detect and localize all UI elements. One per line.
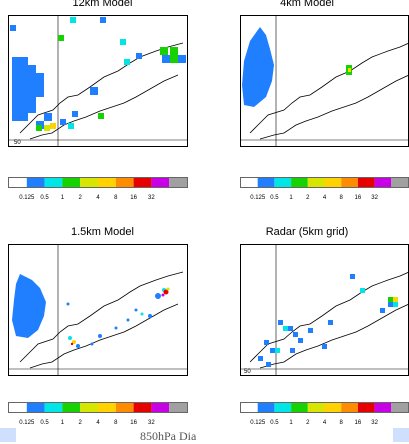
map-1-5km: [8, 244, 188, 376]
colorbar-tick-label: 4: [96, 420, 100, 426]
panel-4km: 4km Model 0.125 0.5 1 2 4 8 16 32: [205, 0, 409, 215]
panel-1-5km: 1.5km Model 0.125 0.5 1 2 4 8 16 32: [0, 222, 205, 442]
colorbar-tick-label: 0.5: [40, 420, 49, 426]
colorbar-swatch: [98, 403, 116, 412]
colorbar-swatch: [44, 178, 63, 187]
colorbar-swatch: [357, 178, 375, 187]
colorbar-swatch: [357, 403, 375, 412]
colorbar-swatch: [169, 403, 187, 412]
colorbar-swatch: [391, 403, 408, 412]
colorbar-tick-label: 0.5: [270, 195, 279, 201]
panel-title: 12km Model: [72, 0, 133, 9]
colorbar-swatch: [133, 178, 152, 187]
colorbar-swatch: [9, 178, 27, 187]
map-4km: [240, 15, 409, 147]
panel-title: Radar (5km grid): [265, 226, 349, 238]
colorbar-swatch: [257, 403, 275, 412]
colorbar-swatch: [62, 403, 81, 412]
colorbar-tick-label: 1: [289, 195, 293, 201]
colorbar-tick-label: 1: [61, 195, 65, 201]
colorbar-tick-label: 1: [61, 420, 65, 426]
colorbar-swatch: [151, 178, 170, 187]
colorbar-tick-label: 0.5: [40, 195, 49, 201]
colorbar-tick-label: 8: [114, 420, 118, 426]
colorbar-swatch: [241, 403, 258, 412]
map-radar: 50: [240, 244, 409, 376]
colorbar-swatch: [241, 178, 258, 187]
colorbar-swatch: [115, 178, 134, 187]
colorbar-swatch: [115, 403, 134, 412]
colorbar-border: [8, 402, 188, 413]
colorbar-tick-label: 32: [371, 420, 378, 426]
map-12km: 50: [8, 15, 188, 147]
colorbar-swatch: [62, 178, 81, 187]
colorbar-tick-label: 16: [355, 195, 362, 201]
colorbar-tick-label: 16: [130, 195, 137, 201]
colorbar-swatch: [80, 403, 98, 412]
colorbar: 0.125 0.5 1 2 4 8 16 32: [240, 177, 409, 205]
colorbar-border: [8, 177, 188, 188]
colorbar-tick-label: 0.125: [250, 420, 266, 426]
colorbar-swatch: [291, 178, 308, 187]
colorbar-swatch: [257, 178, 275, 187]
colorbar: 0.125 0.5 1 2 4 8 16 32: [8, 177, 188, 205]
colorbar-swatch: [324, 178, 342, 187]
colorbar-swatch: [291, 403, 308, 412]
colorbar-swatch: [151, 403, 170, 412]
colorbar: 0.125 0.5 1 2 4 8 16 32: [8, 402, 188, 430]
colorbar-swatch: [324, 403, 342, 412]
colorbar-tick-label: 8: [114, 195, 118, 201]
colorbar-swatch: [374, 403, 392, 412]
colorbar-tick-label: 0.5: [270, 420, 279, 426]
colorbar-swatch: [26, 178, 45, 187]
colorbar-swatch: [80, 178, 98, 187]
colorbar-tick-label: 16: [355, 420, 362, 426]
colorbar-tick-label: 4: [323, 420, 327, 426]
colorbar-tick-label: 16: [130, 420, 137, 426]
colorbar-swatch: [341, 403, 358, 412]
colorbar-swatch: [274, 403, 292, 412]
colorbar-tick-label: 2: [79, 195, 83, 201]
colorbar-swatch: [307, 178, 325, 187]
colorbar-swatch: [9, 403, 27, 412]
colorbar-tick-label: 2: [306, 195, 310, 201]
footer-band: 850hPa Dia: [0, 426, 409, 443]
panel-title: 4km Model: [280, 0, 334, 9]
colorbar-swatch: [307, 403, 325, 412]
colorbar-tick-label: 0.125: [250, 195, 266, 201]
colorbar-swatch: [341, 178, 358, 187]
colorbar-tick-label: 1: [289, 420, 293, 426]
colorbar-swatch: [26, 403, 45, 412]
colorbar-swatch: [133, 403, 152, 412]
colorbar-tick-label: 32: [371, 195, 378, 201]
panel-12km: 12km Model 50: [0, 0, 205, 215]
colorbar-tick-label: 32: [148, 195, 155, 201]
colorbar-swatch: [391, 178, 408, 187]
colorbar-tick-label: 2: [79, 420, 83, 426]
colorbar-tick-label: 4: [323, 195, 327, 201]
colorbar-tick-label: 4: [96, 195, 100, 201]
grid-label: 50: [14, 140, 21, 146]
colorbar-swatch: [274, 178, 292, 187]
colorbar-swatch: [169, 178, 187, 187]
colorbar-tick-label: 2: [306, 420, 310, 426]
panel-radar: Radar (5km grid) 50 0.125 0.5 1 2 4: [205, 222, 409, 442]
colorbar-tick-label: 0.125: [19, 420, 35, 426]
colorbar-tick-label: 8: [340, 195, 344, 201]
colorbar-swatch: [374, 178, 392, 187]
grid-label: 50: [244, 369, 251, 375]
footer-text: 850hPa Dia: [140, 429, 197, 443]
colorbar-tick-label: 8: [340, 420, 344, 426]
colorbar-tick-label: 0.125: [19, 195, 35, 201]
panel-title: 1.5km Model: [71, 226, 134, 238]
colorbar-tick-label: 32: [148, 420, 155, 426]
colorbar-swatch: [44, 403, 63, 412]
colorbar-swatch: [98, 178, 116, 187]
